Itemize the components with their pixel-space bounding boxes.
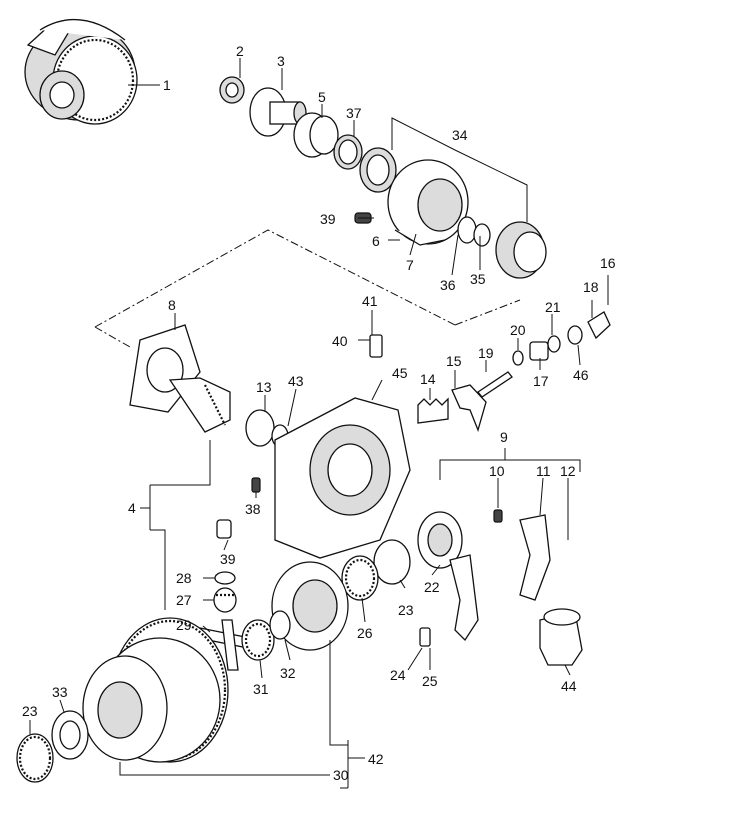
- callout-7: 7: [406, 257, 414, 273]
- callout-42: 42: [368, 751, 384, 767]
- callout-25: 25: [422, 673, 438, 689]
- callout-24: 24: [390, 667, 406, 683]
- callout-13: 13: [256, 379, 272, 395]
- callout-33: 33: [52, 684, 68, 700]
- part-23-ring: [373, 539, 411, 585]
- callout-34: 34: [452, 127, 468, 143]
- callout-39-top: 39: [320, 211, 336, 227]
- part-44-mount: [539, 608, 583, 666]
- callout-26: 26: [357, 625, 373, 641]
- part-31-pinion-gear: [241, 619, 275, 661]
- part-46-ring: [567, 325, 583, 345]
- callout-32: 32: [280, 665, 296, 681]
- part-10-pin: [493, 509, 503, 523]
- part-15-shift-fork: [451, 384, 487, 433]
- part-9-fork-left: [449, 554, 479, 642]
- callout-11: 11: [536, 463, 551, 479]
- callout-36: 36: [440, 277, 456, 293]
- callout-6: 6: [372, 233, 380, 249]
- callout-16: 16: [600, 255, 616, 271]
- callout-1: 1: [163, 77, 171, 93]
- part-38-bolt: [251, 477, 261, 493]
- callout-45: 45: [392, 365, 408, 381]
- part-27-side-gear: [213, 587, 237, 613]
- part-19-shift-rod: [477, 371, 513, 398]
- part-24-clip: [419, 627, 431, 647]
- callout-15: 15: [446, 353, 462, 369]
- part-13-bearing: [245, 409, 275, 447]
- part-34-outer-seal: [495, 221, 547, 279]
- callout-27: 27: [176, 592, 192, 608]
- leader-lines: [29, 58, 609, 789]
- part-20-ring: [512, 350, 524, 366]
- callout-14: 14: [420, 371, 436, 387]
- callout-29: 29: [176, 617, 192, 633]
- part-11-fork-right: [519, 514, 551, 601]
- callout-21: 21: [545, 299, 561, 315]
- callout-39-mid: 39: [220, 551, 236, 567]
- part-21-ring: [547, 335, 561, 353]
- alignment-lines: [94, 229, 521, 348]
- part-17-sleeve: [529, 341, 549, 361]
- callout-20: 20: [510, 322, 526, 338]
- part-6-side-cover: [387, 159, 469, 246]
- part-34-seal-ring: [359, 147, 397, 193]
- callout-12: 12: [560, 463, 576, 479]
- callout-9: 9: [500, 429, 508, 445]
- part-pinion-gear: [168, 377, 231, 433]
- callout-17: 17: [533, 373, 549, 389]
- part-39-bolt: [216, 519, 232, 539]
- callout-22: 22: [424, 579, 440, 595]
- part-37-ring: [333, 134, 363, 170]
- callout-38: 38: [245, 501, 261, 517]
- part-23-gear-ring: [16, 733, 54, 783]
- part-26-gear: [341, 555, 379, 601]
- part-33-bearing: [51, 710, 89, 760]
- callout-30: 30: [333, 767, 349, 783]
- callout-3: 3: [277, 53, 285, 69]
- callout-37: 37: [346, 105, 362, 121]
- callout-46: 46: [573, 367, 589, 383]
- part-28-washer: [214, 571, 236, 585]
- part-14-spring: [417, 397, 449, 424]
- callout-43: 43: [288, 373, 304, 389]
- callout-2: 2: [236, 43, 244, 59]
- part-36-ring: [457, 216, 477, 244]
- callout-35: 35: [470, 271, 486, 287]
- part-30-carrier: [82, 655, 168, 761]
- callout-4: 4: [128, 500, 136, 516]
- part-5-bearing: [293, 112, 339, 158]
- callout-18: 18: [583, 279, 599, 295]
- callout-31: 31: [253, 681, 269, 697]
- part-32-washer: [269, 610, 291, 640]
- callout-41: 41: [362, 293, 378, 309]
- part-45-gear-housing: [274, 397, 411, 559]
- callout-19: 19: [478, 345, 494, 361]
- callout-5: 5: [318, 89, 326, 105]
- part-35-ring: [473, 223, 491, 247]
- callout-8: 8: [168, 297, 176, 313]
- part-22-sleeve: [417, 511, 463, 569]
- part-18-cap: [587, 311, 611, 340]
- callout-23-bottom: 23: [22, 703, 38, 719]
- part-2-seal: [219, 76, 245, 104]
- callout-44: 44: [561, 678, 577, 694]
- callout-28: 28: [176, 570, 192, 586]
- callout-labels: 1 2 3 5 37 34 39 6 7 36 35 16 18 21 20 1…: [22, 43, 616, 783]
- callout-10: 10: [489, 463, 505, 479]
- part-differential-housing: [271, 561, 349, 651]
- part-41-clip: [369, 334, 383, 358]
- part-1-differential-assembly: [24, 18, 138, 125]
- callout-40: 40: [332, 333, 348, 349]
- callout-23-mid: 23: [398, 602, 414, 618]
